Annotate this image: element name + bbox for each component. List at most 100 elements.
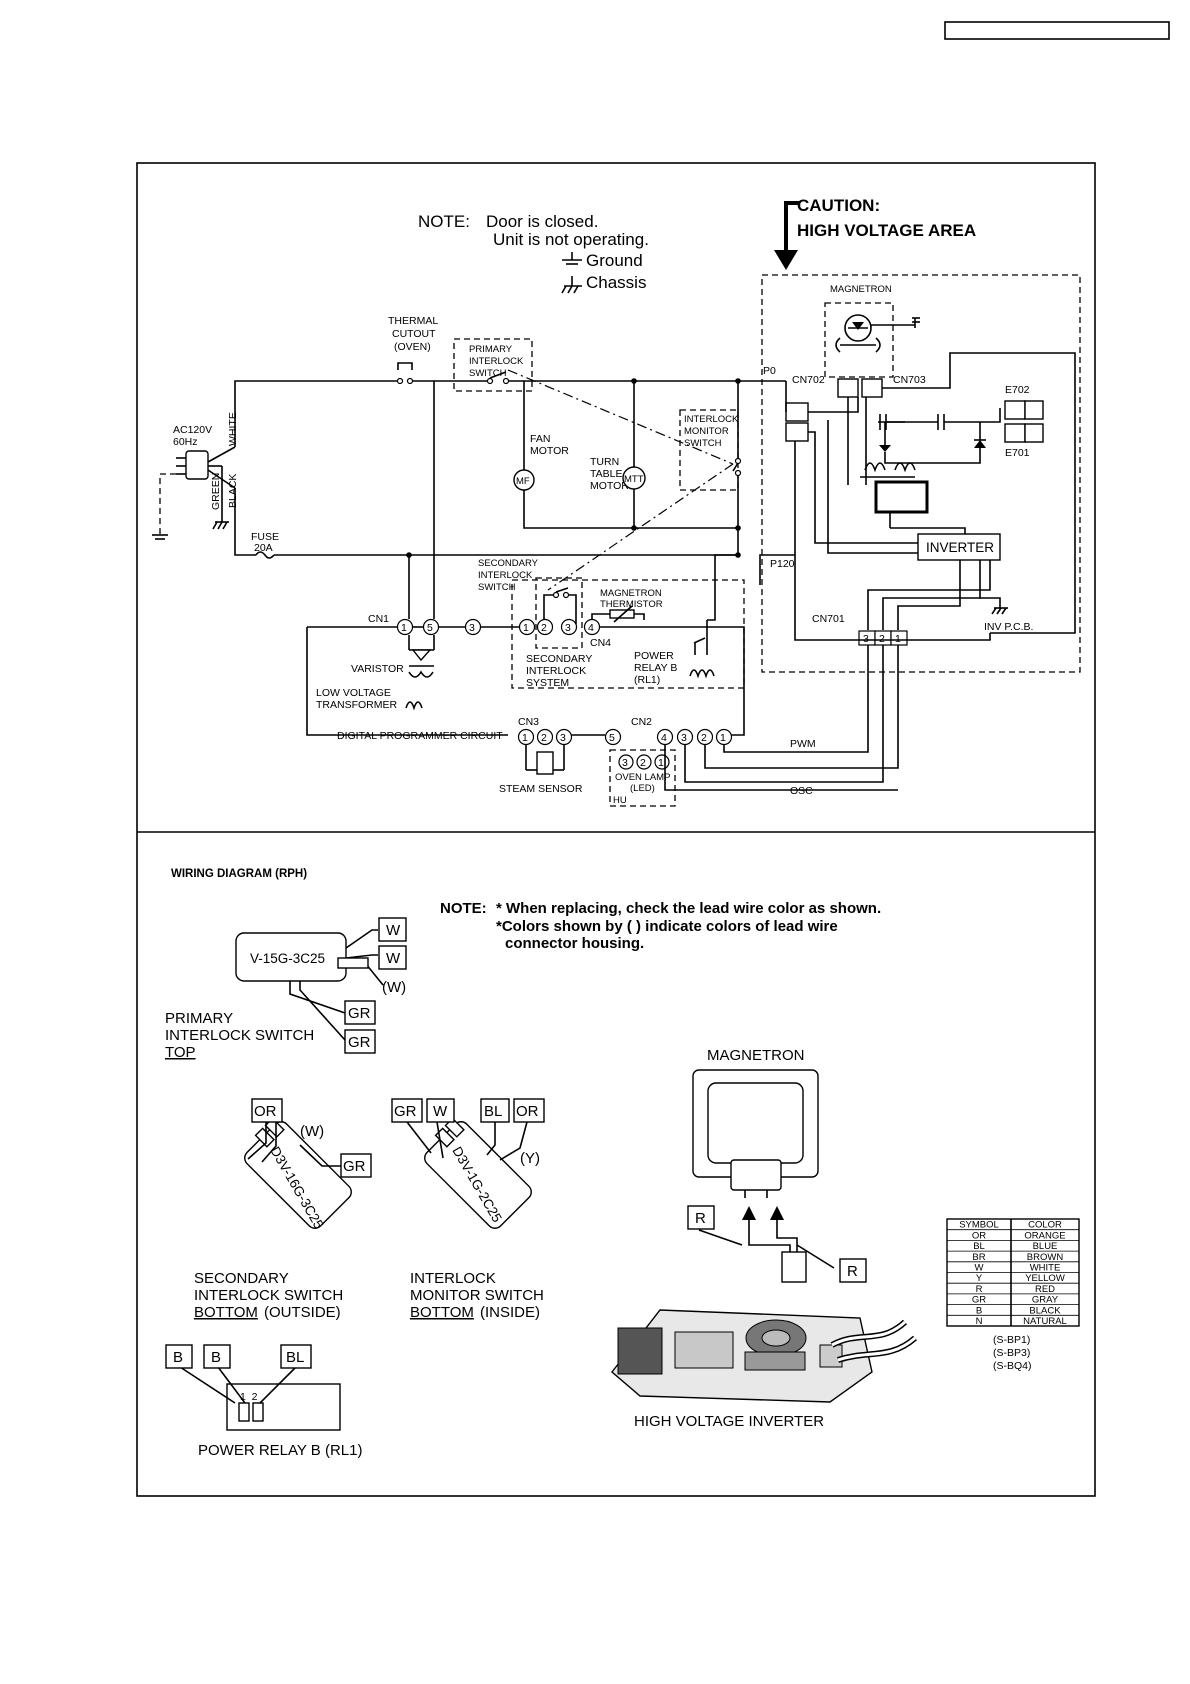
primary-part-label: V-15G-3C25 bbox=[250, 951, 325, 966]
p0-connector-bottom bbox=[785, 422, 809, 442]
pwm-label: PWM bbox=[790, 738, 816, 750]
cn3-label: CN3 bbox=[518, 716, 539, 728]
cn701-pin: 2 bbox=[879, 633, 885, 645]
primary-switch-label: PRIMARY bbox=[469, 344, 513, 355]
color-tag-box bbox=[203, 1344, 231, 1369]
sec-switch-label: SWITCH bbox=[478, 582, 516, 593]
inverter-label: INVERTER bbox=[926, 540, 994, 555]
color-name: ORANGE bbox=[1024, 1230, 1065, 1241]
relay-caption: POWER RELAY B (RL1) bbox=[198, 1442, 363, 1459]
caution-line-1: CAUTION: bbox=[797, 196, 880, 215]
turntable-motor-symbol bbox=[622, 466, 646, 490]
primary-switch-drawing bbox=[235, 929, 384, 1041]
monitor-caption: MONITOR SWITCH bbox=[410, 1287, 544, 1304]
primary-switch-contact bbox=[486, 371, 510, 385]
sec-switch-label: SECONDARY bbox=[478, 558, 539, 569]
cn4-label: CN4 bbox=[590, 637, 611, 649]
color-symbol: Y bbox=[976, 1273, 983, 1284]
p120-label: P120 bbox=[770, 558, 795, 570]
cn703-label: CN703 bbox=[893, 374, 926, 386]
inverter-caption: HIGH VOLTAGE INVERTER bbox=[634, 1413, 824, 1430]
primary-switch-label: SWITCH bbox=[469, 368, 507, 379]
hv-wiring bbox=[808, 352, 1076, 634]
cn4-pins bbox=[518, 618, 601, 636]
magnetron-symbol bbox=[824, 302, 920, 378]
secondary-switch-drawing bbox=[244, 1117, 352, 1229]
inverter-wiring bbox=[867, 560, 1008, 630]
note-title: NOTE: bbox=[418, 212, 470, 231]
color-symbol: B bbox=[976, 1305, 982, 1316]
p120-line bbox=[794, 441, 991, 641]
color-name: BROWN bbox=[1027, 1252, 1064, 1263]
color-tag-box bbox=[280, 1344, 312, 1369]
header-box bbox=[944, 21, 1170, 40]
color-symbol: R bbox=[976, 1284, 983, 1295]
signal-wiring bbox=[664, 645, 899, 791]
cn3-pin: 2 bbox=[541, 732, 547, 744]
thermal-label: THERMAL bbox=[388, 315, 438, 327]
color-symbol: W bbox=[975, 1263, 984, 1274]
inverter-board-drawing bbox=[611, 1309, 917, 1403]
cn703-block bbox=[861, 378, 883, 398]
secondary-caption: (OUTSIDE) bbox=[264, 1304, 341, 1321]
color-table-header: COLOR bbox=[1028, 1220, 1062, 1231]
thermal-label: (OVEN) bbox=[394, 341, 431, 353]
color-tag-box bbox=[513, 1098, 545, 1123]
color-tag: OR bbox=[516, 1103, 539, 1120]
cn702-label: CN702 bbox=[792, 374, 825, 386]
thermal-cutout-switch bbox=[396, 362, 414, 385]
wiring-note-line-2: *Colors shown by ( ) indicate colors of … bbox=[496, 918, 838, 935]
cn3-pins bbox=[517, 728, 573, 746]
color-tag-box bbox=[426, 1098, 455, 1123]
color-tag-box bbox=[687, 1205, 715, 1230]
secondary-caption: INTERLOCK SWITCH bbox=[194, 1287, 343, 1304]
fuse-icon bbox=[255, 551, 275, 559]
inverter-block bbox=[917, 533, 1001, 561]
cn2-label: CN2 bbox=[631, 716, 652, 728]
color-symbol: BR bbox=[972, 1252, 985, 1263]
color-tag: GR bbox=[348, 1005, 371, 1022]
cn4-pin: 3 bbox=[565, 622, 571, 634]
p0-connector-top bbox=[785, 402, 809, 422]
fuse-label: 20A bbox=[254, 542, 273, 554]
high-voltage-area bbox=[761, 274, 1081, 673]
green-wire-label: GREEN bbox=[210, 473, 222, 510]
e701-terminal bbox=[1004, 423, 1044, 443]
color-tag: W bbox=[433, 1103, 448, 1120]
door-linkage bbox=[547, 463, 734, 591]
cn3-pin: 1 bbox=[522, 732, 528, 744]
cn4-pin: 2 bbox=[541, 622, 547, 634]
color-symbol: BL bbox=[973, 1241, 985, 1252]
lvt-label: TRANSFORMER bbox=[316, 699, 398, 711]
inv-pcb-label: INV P.C.B. bbox=[984, 621, 1033, 633]
caution-line-2: HIGH VOLTAGE AREA bbox=[797, 221, 976, 240]
color-tag: GR bbox=[348, 1034, 371, 1051]
secondary-leads bbox=[247, 1118, 341, 1167]
turntable-label: TURN bbox=[590, 456, 619, 468]
color-tag-box bbox=[391, 1098, 423, 1123]
monitor-switch-label: SWITCH bbox=[684, 438, 722, 449]
color-tag: W bbox=[386, 950, 401, 967]
wiring-note-line-3: connector housing. bbox=[505, 935, 644, 952]
cn4-pin: 1 bbox=[523, 622, 529, 634]
cn2-pin: 3 bbox=[681, 732, 687, 744]
relay-contact bbox=[689, 620, 715, 679]
sec-switch-dashed bbox=[535, 577, 583, 649]
color-name: NATURAL bbox=[1023, 1316, 1067, 1327]
varistor-symbol bbox=[408, 635, 435, 678]
turntable-motor-mtt: MTT bbox=[624, 474, 644, 485]
relay-label: (RL1) bbox=[634, 674, 660, 686]
door-linkage bbox=[507, 369, 734, 465]
line-voltage-wiring bbox=[234, 380, 787, 621]
fuse-label: FUSE bbox=[251, 531, 279, 543]
cn2-pin: 4 bbox=[661, 732, 667, 744]
secondary-system-label: SECONDARY bbox=[526, 653, 592, 665]
color-tag-box bbox=[839, 1258, 867, 1283]
legend-ground: Ground bbox=[586, 251, 643, 270]
thermistor-label: MAGNETRON bbox=[600, 588, 662, 599]
color-tag: BL bbox=[286, 1349, 304, 1366]
model-code: (S-BP3) bbox=[993, 1347, 1030, 1359]
dpc-label: DIGITAL PROGRAMMER CIRCUIT bbox=[337, 730, 503, 742]
magnetron-drawing bbox=[692, 1069, 835, 1283]
